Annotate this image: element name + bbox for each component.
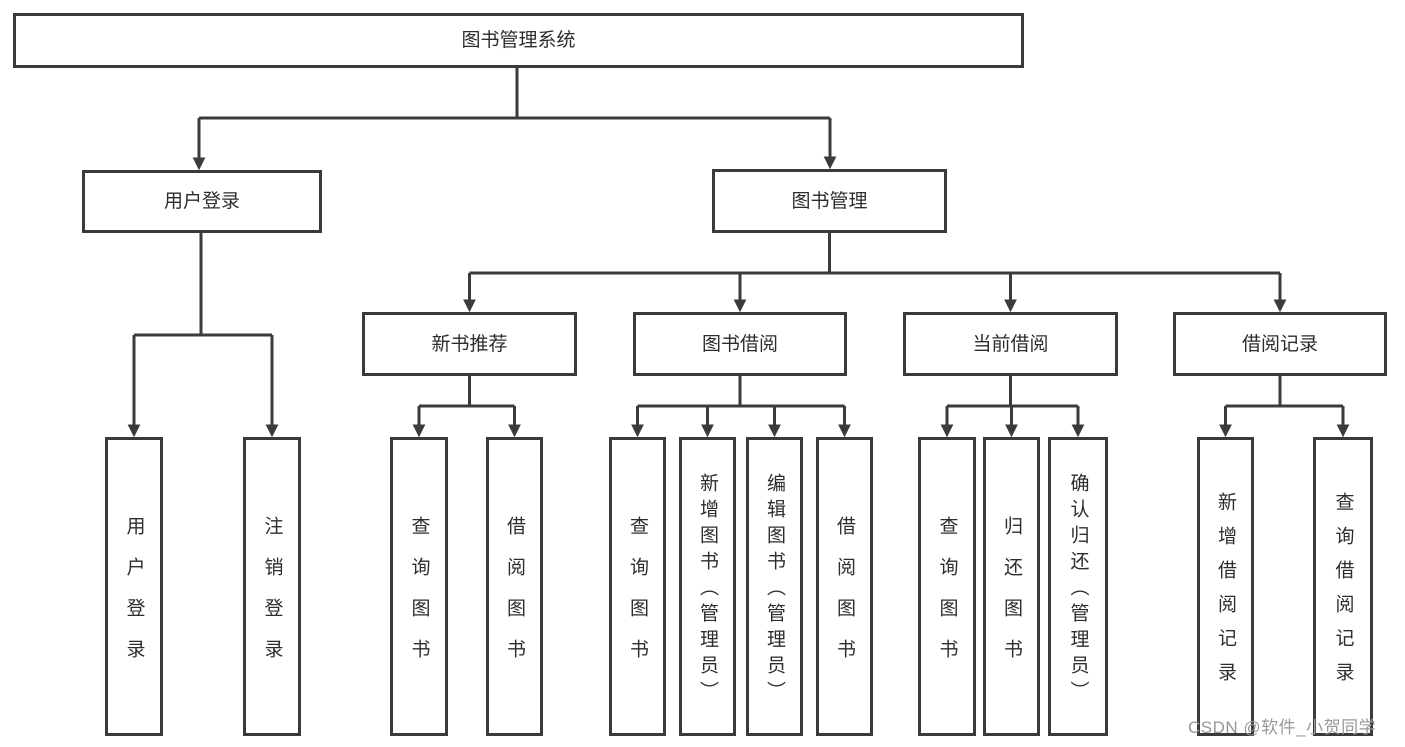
node-label: 图书管理系统: [461, 30, 576, 51]
node-book-mgmt: 图书管理: [712, 169, 947, 233]
node-leaf-logout: 注销登录: [243, 437, 301, 736]
node-label: 新书推荐: [431, 333, 508, 355]
node-leaf-cb-query: 查询图书: [918, 437, 976, 736]
node-label: 借阅图书: [504, 515, 525, 680]
node-leaf-cb-return: 归还图书: [983, 437, 1040, 736]
node-leaf-br-add: 新增借阅记录: [1197, 437, 1254, 736]
node-label: 查询借阅记录: [1332, 492, 1354, 696]
node-leaf-cb-confirm: 确认归还（管理员）: [1048, 437, 1108, 736]
watermark: CSDN @软件_小贺同学: [1188, 718, 1377, 737]
node-leaf-bb-edit: 编辑图书（管理员）: [746, 437, 803, 736]
node-label: 图书管理: [791, 190, 868, 212]
node-label: 用户登录: [163, 191, 240, 212]
node-label: 归还图书: [1001, 515, 1022, 680]
node-leaf-rec-borrow: 借阅图书: [486, 437, 543, 736]
node-user-login: 用户登录: [82, 170, 322, 233]
node-label: 借阅记录: [1241, 333, 1318, 355]
node-label: 借阅图书: [834, 515, 855, 680]
node-new-book-rec: 新书推荐: [362, 312, 577, 376]
node-book-borrow: 图书借阅: [633, 312, 847, 376]
node-label: 查询图书: [936, 515, 958, 680]
node-label: 新增图书（管理员）: [697, 473, 718, 707]
node-borrow-records: 借阅记录: [1173, 312, 1387, 376]
node-leaf-bb-query: 查询图书: [609, 437, 666, 736]
node-label: 注销登录: [261, 515, 283, 680]
node-label: 图书借阅: [701, 333, 778, 355]
node-label: 确认归还（管理员）: [1067, 473, 1089, 707]
node-leaf-bb-add: 新增图书（管理员）: [679, 437, 736, 736]
node-label: 查询图书: [627, 515, 648, 680]
node-leaf-br-query: 查询借阅记录: [1313, 437, 1373, 736]
node-label: 编辑图书（管理员）: [764, 473, 785, 707]
node-label: 查询图书: [408, 515, 430, 680]
node-current-borrow: 当前借阅: [903, 312, 1118, 376]
node-leaf-user-login: 用户登录: [105, 437, 163, 736]
node-label: 当前借阅: [972, 333, 1049, 355]
node-leaf-bb-borrow: 借阅图书: [816, 437, 873, 736]
node-label: 用户登录: [123, 515, 145, 680]
node-leaf-rec-query: 查询图书: [390, 437, 448, 736]
node-root: 图书管理系统: [13, 13, 1024, 68]
node-label: 新增借阅记录: [1215, 492, 1236, 696]
